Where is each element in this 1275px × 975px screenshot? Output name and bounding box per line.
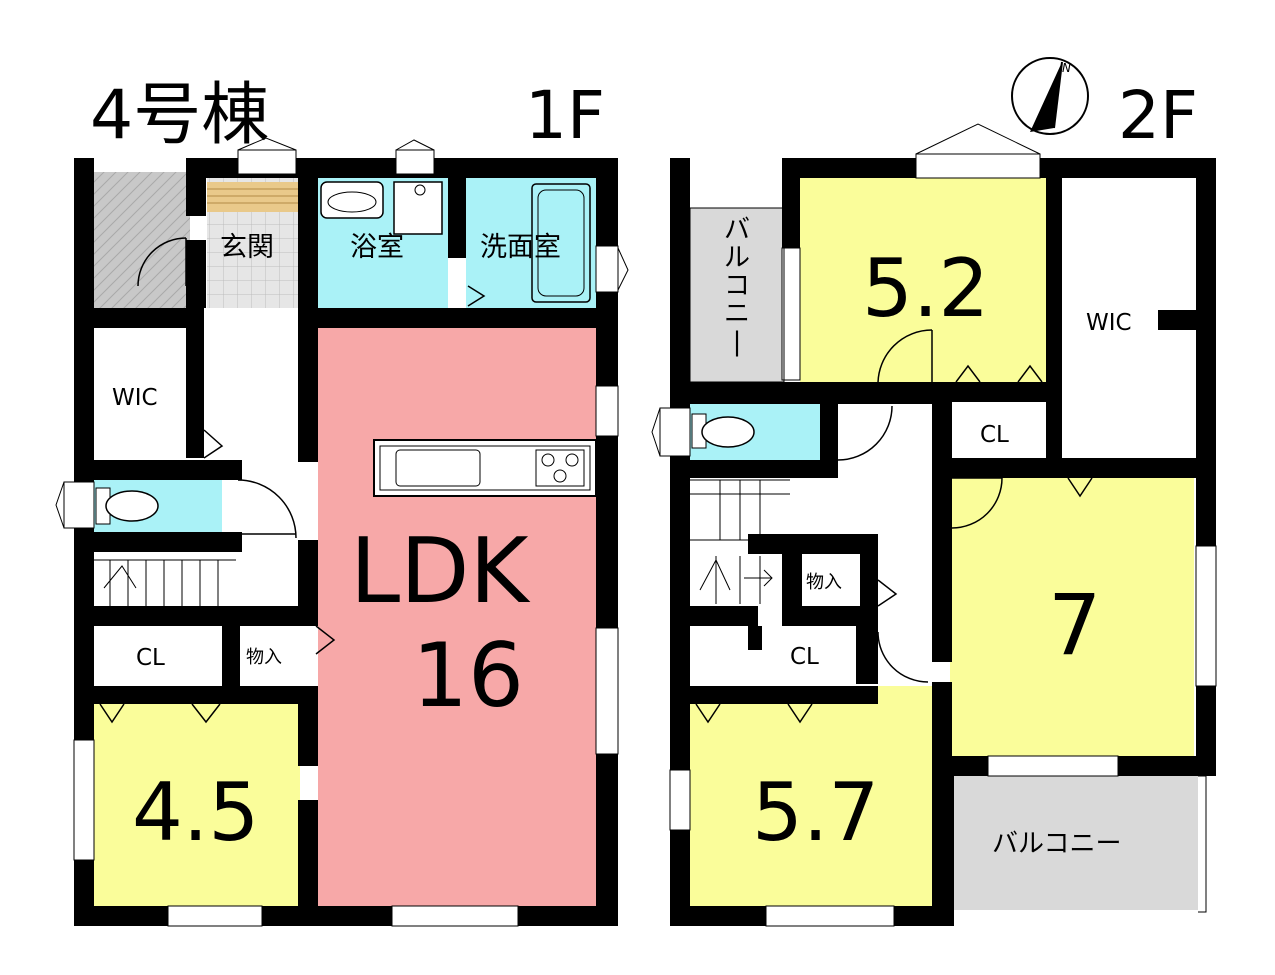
compass-north-label: N — [1062, 61, 1071, 75]
compass-icon: N — [1011, 57, 1089, 135]
balcony-top-label: バルコニ| — [724, 215, 750, 357]
kitchen-counter — [373, 439, 597, 497]
floor1-plan: 玄関 浴室 洗面室 WIC LDK 16 CL 物入 4.5 — [55, 137, 629, 927]
ldk-label: LDK — [350, 519, 530, 624]
ldk-room — [318, 328, 596, 906]
bath-label: 浴室 — [350, 232, 404, 263]
porch-area — [94, 172, 190, 308]
cl-top-label-2f: CL — [980, 422, 1009, 448]
room-7-size: 7 — [1048, 576, 1101, 674]
entrance-label: 玄関 — [220, 232, 274, 263]
wic-label-1f: WIC — [112, 385, 158, 411]
toilet2-fixture — [691, 413, 755, 449]
bedroom-4-5-size: 4.5 — [132, 766, 259, 859]
staircase-1f — [94, 559, 236, 606]
staircase-2f — [690, 479, 790, 604]
balcony-top — [690, 208, 784, 382]
toilet1-fixture — [95, 487, 159, 525]
balcony-bottom-label: バルコニー — [992, 829, 1121, 859]
bedroom-4-5 — [94, 686, 300, 906]
room-5-7 — [690, 686, 934, 906]
floor2-plan: バルコニ| 5.2 WIC CL 物入 CL 7 5.7 バルコニー — [651, 123, 1217, 927]
cl-label-1f: CL — [136, 645, 165, 671]
room-7 — [950, 478, 1194, 756]
wic-label-2f: WIC — [1086, 310, 1132, 336]
washroom-label: 洗面室 — [480, 232, 561, 263]
floor2-label: 2F — [1118, 77, 1198, 154]
room-5-7-size: 5.7 — [752, 766, 879, 859]
cl-mid-label-2f: CL — [790, 644, 819, 670]
building-label: 4号棟 — [90, 76, 269, 155]
room-5-2-size: 5.2 — [862, 242, 989, 335]
storage-label-2f: 物入 — [806, 572, 842, 593]
storage-label-1f: 物入 — [246, 647, 282, 668]
ldk-size-label: 16 — [412, 624, 524, 727]
floor1-label: 1F — [525, 77, 605, 154]
balcony-bottom — [954, 776, 1198, 910]
room-5-2 — [800, 178, 1046, 382]
entrance-step — [207, 182, 299, 212]
